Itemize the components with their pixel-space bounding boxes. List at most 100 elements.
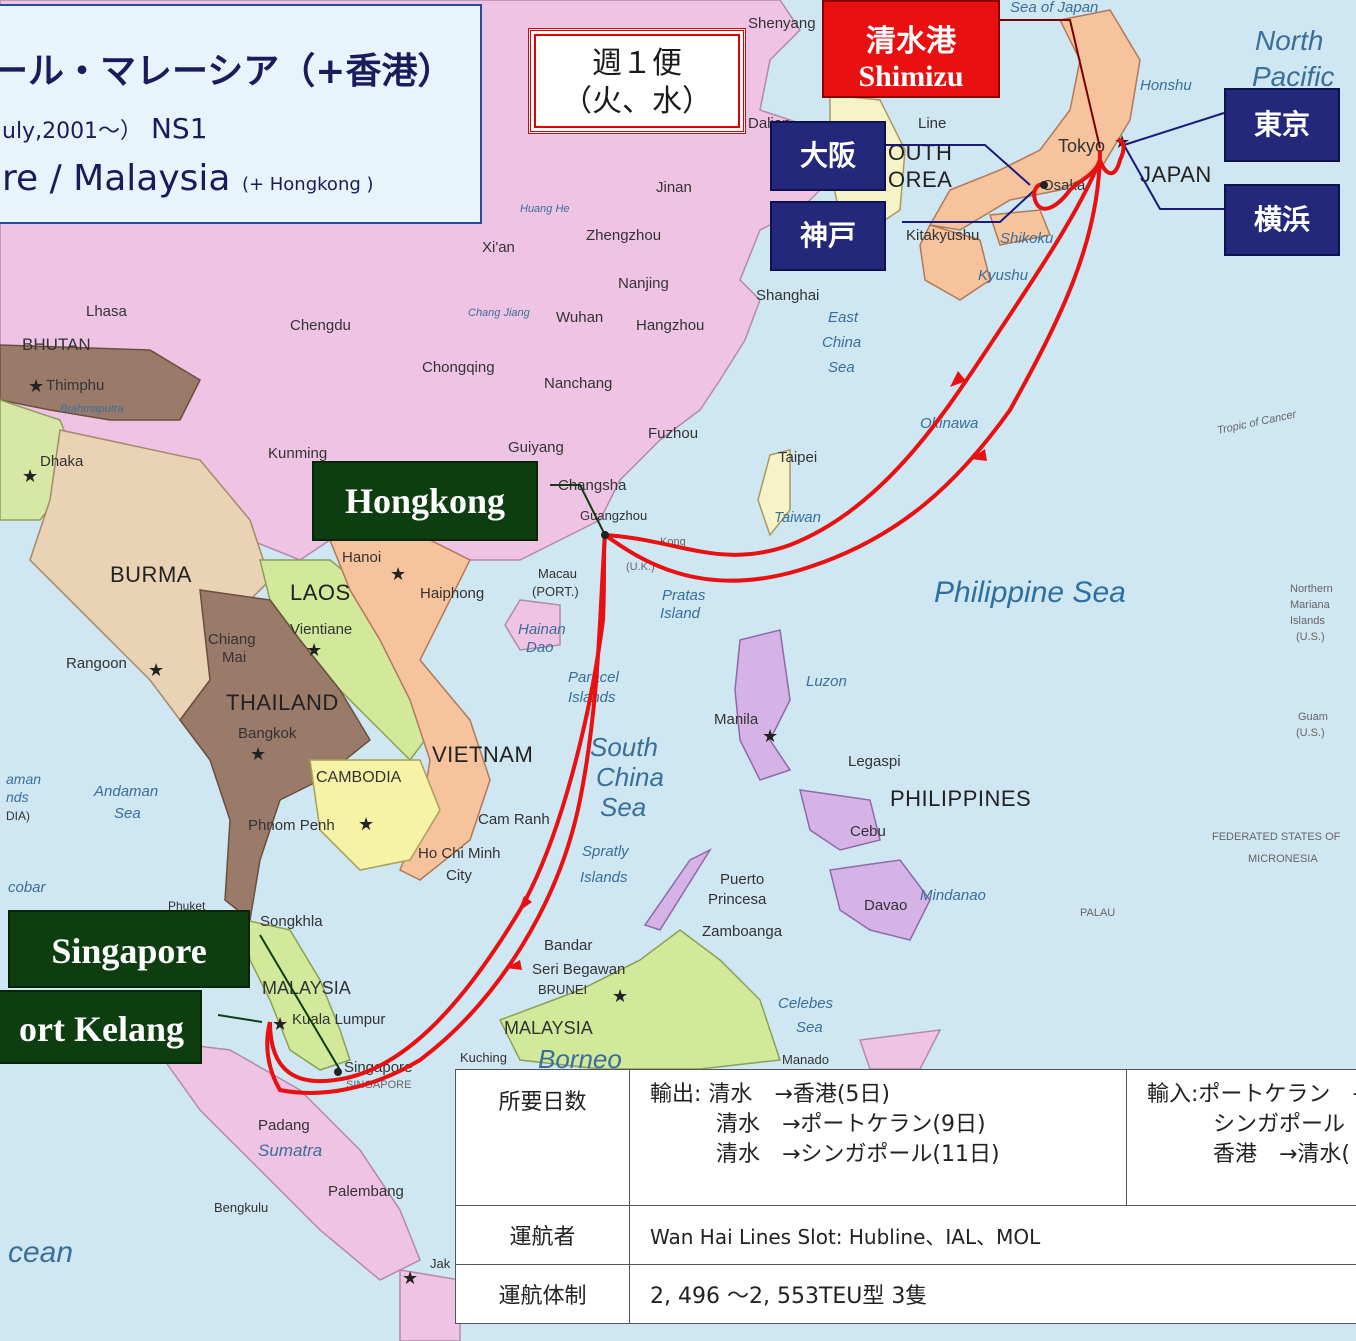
transit-label-cell: 所要日数 (455, 1069, 630, 1206)
leader-singapore (259, 934, 341, 1071)
label-jinan: Jinan (656, 179, 692, 196)
title-sub: uly,2001～） NS1 (2, 112, 208, 145)
port-label-port-kelang: ort Kelang (0, 990, 202, 1064)
land-palawan (643, 848, 713, 931)
label-hanoi: Hanoi (342, 549, 381, 566)
label-bangkok: Bangkok (238, 725, 297, 742)
table-row-fleet: 運航体制 2, 496 ～2, 553TEU型 3隻 (455, 1264, 1356, 1324)
label-nanchang: Nanchang (544, 375, 612, 392)
label-kuala-lumpur: Kuala Lumpur (292, 1011, 385, 1028)
star-dhaka: ★ (22, 466, 38, 487)
title-en: re / Malaysia (+ Hongkong ) (2, 158, 374, 199)
label-taiwan: Taiwan (774, 509, 821, 526)
title-jp: ール・マレーシア（+香港） (0, 51, 454, 92)
port-label-hongkong: Hongkong (312, 461, 538, 541)
label-dao: Dao (526, 639, 554, 656)
port-dots (334, 181, 1048, 1076)
label-guangzhou: Guangzhou (580, 508, 647, 523)
export-line-2: 清水 →ポートケラン(9日) (650, 1112, 986, 1137)
label-manado: Manado (782, 1052, 829, 1067)
label-honshu: Honshu (1140, 77, 1192, 94)
import-line-1: 輸入:ポートケラン → (1147, 1082, 1356, 1107)
label-kuching: Kuching (460, 1050, 507, 1065)
label-us-1: (U.S.) (1296, 631, 1325, 643)
label-cebu: Cebu (850, 823, 886, 840)
title-en-suffix: (+ Hongkong ) (241, 174, 374, 195)
label-sea-1: Sea (828, 359, 855, 376)
land-bhutan (0, 344, 201, 421)
label-palau: PALAU (1080, 907, 1115, 919)
label-thimphu: Thimphu (46, 377, 104, 394)
label-line: Line (918, 115, 946, 132)
label-east: East (828, 309, 859, 326)
label-city: City (446, 867, 472, 884)
label-chang-jiang: Chang Jiang (468, 307, 531, 319)
arrow-3 (518, 896, 532, 912)
label-kyushu: Kyushu (978, 267, 1029, 284)
port-label-osaka: 大阪 (770, 121, 886, 191)
table-row-transit: 所要日数 輸出: 清水 →香港(5日) 清水 →ポートケラン(9日) 清水 →シ… (455, 1069, 1356, 1206)
label-guiyang: Guiyang (508, 439, 564, 456)
label-phnom-penh: Phnom Penh (248, 817, 335, 834)
label-philippines: PHILIPPINES (890, 786, 1031, 811)
label-andaman-1: aman (6, 771, 41, 787)
label-sea-2: Sea (600, 792, 646, 822)
land-cambodia (309, 759, 441, 871)
leader-lines-green (217, 484, 606, 1071)
label-china-2: China (596, 762, 664, 792)
dot-osaka (1040, 181, 1048, 189)
table-row-operator: 運航者 Wan Hai Lines Slot: Hubline、IAL、MOL (455, 1205, 1356, 1265)
label-pacific: Pacific (1252, 61, 1334, 92)
star-bandar: ★ (612, 986, 628, 1007)
label-phuket: Phuket (168, 899, 206, 913)
star-kuala-lumpur: ★ (272, 1014, 288, 1035)
label-nicobar: cobar (8, 879, 47, 896)
label-legaspi: Legaspi (848, 753, 901, 770)
frequency-box: 週１便 （火、水） (528, 28, 746, 134)
land-java (399, 1269, 461, 1341)
star-thimphu: ★ (28, 376, 44, 397)
shimizu-jp: 清水港 (866, 24, 956, 59)
fleet-label-cell: 運航体制 (455, 1264, 630, 1324)
label-vietnam: VIETNAM (432, 742, 533, 767)
label-seri-begawan: Seri Begawan (532, 961, 625, 978)
label-fsm-1: FEDERATED STATES OF (1212, 831, 1341, 843)
shimizu-en: Shimizu (858, 60, 964, 93)
capital-stars: ★ ★ ★ ★ ★ ★ ★ ★ ★ ★ ★ ★ (22, 132, 1130, 1289)
title-en-main: re / Malaysia (2, 158, 231, 199)
label-taipei: Taipei (778, 449, 817, 466)
label-kitakyushu: Kitakyushu (906, 227, 979, 244)
label-chengdu: Chengdu (290, 317, 351, 334)
operator-label-cell: 運航者 (455, 1205, 630, 1265)
label-hangzhou: Hangzhou (636, 317, 704, 334)
label-zamboanga: Zamboanga (702, 923, 783, 940)
port-label-yokohama: 横浜 (1224, 184, 1340, 256)
label-luzon: Luzon (806, 673, 847, 690)
label-ho-chi-minh: Ho Chi Minh (418, 845, 501, 862)
label-andaman-sea-1: Andaman (93, 783, 158, 800)
label-haiphong: Haiphong (420, 585, 484, 602)
label-padang: Padang (258, 1117, 310, 1134)
land-luzon (734, 629, 792, 781)
label-hainan: Hainan (518, 621, 566, 638)
arrow-4 (506, 960, 522, 970)
leader-osaka (886, 144, 1031, 186)
frequency-line1: 週１便 (592, 46, 682, 81)
label-andaman-2: nds (6, 789, 29, 805)
label-bandar: Bandar (544, 937, 592, 954)
frequency-line2: （火、水） (562, 84, 712, 119)
port-label-singapore: Singapore (8, 910, 250, 988)
label-songkhla: Songkhla (260, 913, 323, 930)
dot-singapore (334, 1068, 342, 1076)
label-princesa: Princesa (708, 891, 767, 908)
label-south: South (590, 732, 658, 762)
leader-port-kelang (217, 1014, 263, 1023)
label-andaman-sea-2: Sea (114, 805, 141, 822)
label-burma: BURMA (110, 562, 192, 587)
port-label-shimizu: 清水港 Shimizu (822, 0, 1000, 98)
label-celebes: Celebes (778, 995, 834, 1012)
land-borneo (498, 929, 782, 1070)
label-outh: OUTH (888, 140, 952, 165)
label-mindanao: Mindanao (920, 887, 986, 904)
leader-yokohama (1123, 144, 1224, 210)
